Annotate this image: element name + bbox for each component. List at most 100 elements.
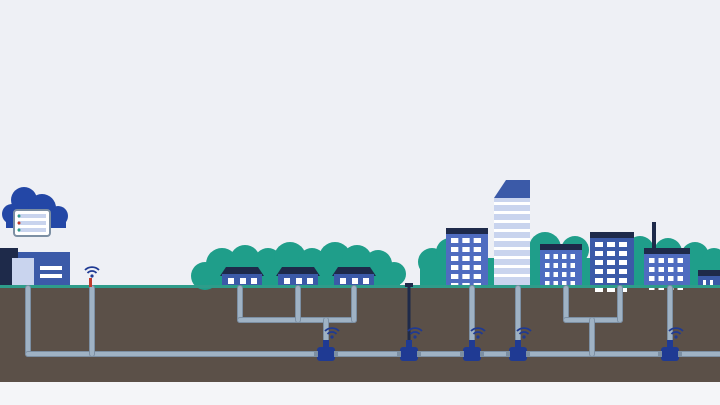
meter-flange [658,351,662,357]
window [677,258,683,263]
meter-flange [460,351,464,357]
meter-body [509,347,527,361]
chimney [652,222,656,250]
cloud-server-icon [2,187,68,237]
water-meter-group [84,266,684,361]
window [570,272,575,277]
meter-flange [417,351,421,357]
window [562,263,567,268]
building-roof [590,232,634,238]
window [668,276,674,281]
meter-flange [526,351,530,357]
window [340,278,346,284]
window [553,254,558,259]
window [619,278,627,283]
meter-flange [678,351,682,357]
window [545,263,550,268]
footer-strip [0,382,720,405]
window [595,251,603,256]
ground-surface-line [0,285,720,288]
city-skyline [446,180,720,292]
window [619,251,627,256]
window [296,278,302,284]
window [462,256,470,261]
meter-neck [515,340,521,348]
window [607,242,615,247]
window [668,267,674,272]
window [545,281,550,286]
meter-flange [314,351,318,357]
tower-stripe [494,220,530,223]
surface-sensor [89,278,92,287]
window [462,238,470,243]
meter-flange [334,351,338,357]
meter-flange [506,351,510,357]
window [619,260,627,265]
window [595,287,603,292]
water-meter-icon [397,327,423,361]
window [562,281,567,286]
window [570,281,575,286]
water-meter-icon [658,327,684,361]
tower-top [494,180,530,198]
window [545,254,550,259]
window [607,269,615,274]
window [451,238,459,243]
building-roof [698,270,720,276]
window [251,278,257,284]
tower-stripe [494,229,530,232]
tower-stripe [494,274,530,277]
window [451,265,459,270]
window [710,280,713,285]
meter-flange [397,351,401,357]
wifi-signal-icon [407,327,423,339]
water-meter-icon [314,327,340,361]
window [473,265,481,270]
window [668,258,674,263]
window [595,242,603,247]
window [473,247,481,252]
wifi-signal-icon [324,327,340,339]
house-roof [332,267,376,276]
building-roof [540,244,582,250]
window [658,258,664,263]
valve-cap [405,283,413,287]
underground-soil [0,286,720,382]
window [284,278,290,284]
window [607,260,615,265]
window [352,278,358,284]
window [649,267,655,272]
window [451,256,459,261]
window [307,278,313,284]
window [570,254,575,259]
window [562,272,567,277]
window [658,276,664,281]
window [595,269,603,274]
window [658,267,664,272]
window [473,256,481,261]
meter-body [463,347,481,361]
meter-body [317,347,335,361]
window [228,278,234,284]
tower-stripe [494,265,530,268]
water-meter-icon [506,327,532,361]
window [473,274,481,279]
wifi-signal-icon [84,266,100,278]
window [553,272,558,277]
window [677,267,683,272]
meter-neck [406,340,412,348]
tower-stripe [494,211,530,214]
window [462,247,470,252]
window [619,269,627,274]
meter-neck [323,340,329,348]
window [619,242,627,247]
meter-body [661,347,679,361]
window [451,247,459,252]
wifi-signal-icon [516,327,532,339]
window [553,263,558,268]
window [240,278,246,284]
house-roof [220,267,264,276]
tower-stripe [494,238,530,241]
